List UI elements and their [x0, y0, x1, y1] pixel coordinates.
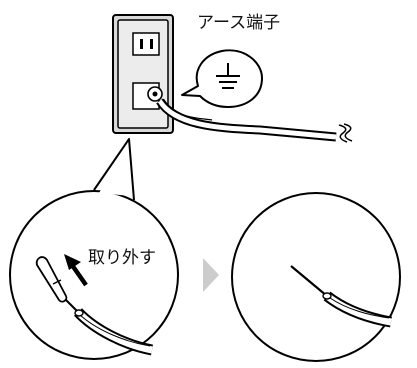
- receptacle-slot-left: [140, 39, 143, 49]
- earth-terminal-label: アース端子: [197, 13, 280, 33]
- remove-label: 取り外す: [88, 248, 156, 268]
- zoom-circle-before: 取り外す: [9, 138, 179, 360]
- arrow-up-left-icon: [64, 254, 88, 287]
- cable-break-mark: [338, 124, 348, 143]
- wall-outlet: [112, 14, 174, 134]
- ground-callout: [181, 49, 263, 108]
- terminal-lug: [35, 256, 68, 303]
- chevron-right-icon: [203, 258, 219, 292]
- receptacle-slot-right: [150, 39, 153, 49]
- ground-symbol-icon: [216, 63, 240, 89]
- earth-cable: [156, 98, 353, 143]
- power-receptacle: [132, 32, 160, 56]
- earth-terminal-screw-center: [152, 91, 158, 97]
- zoom-circle-after: [231, 192, 401, 362]
